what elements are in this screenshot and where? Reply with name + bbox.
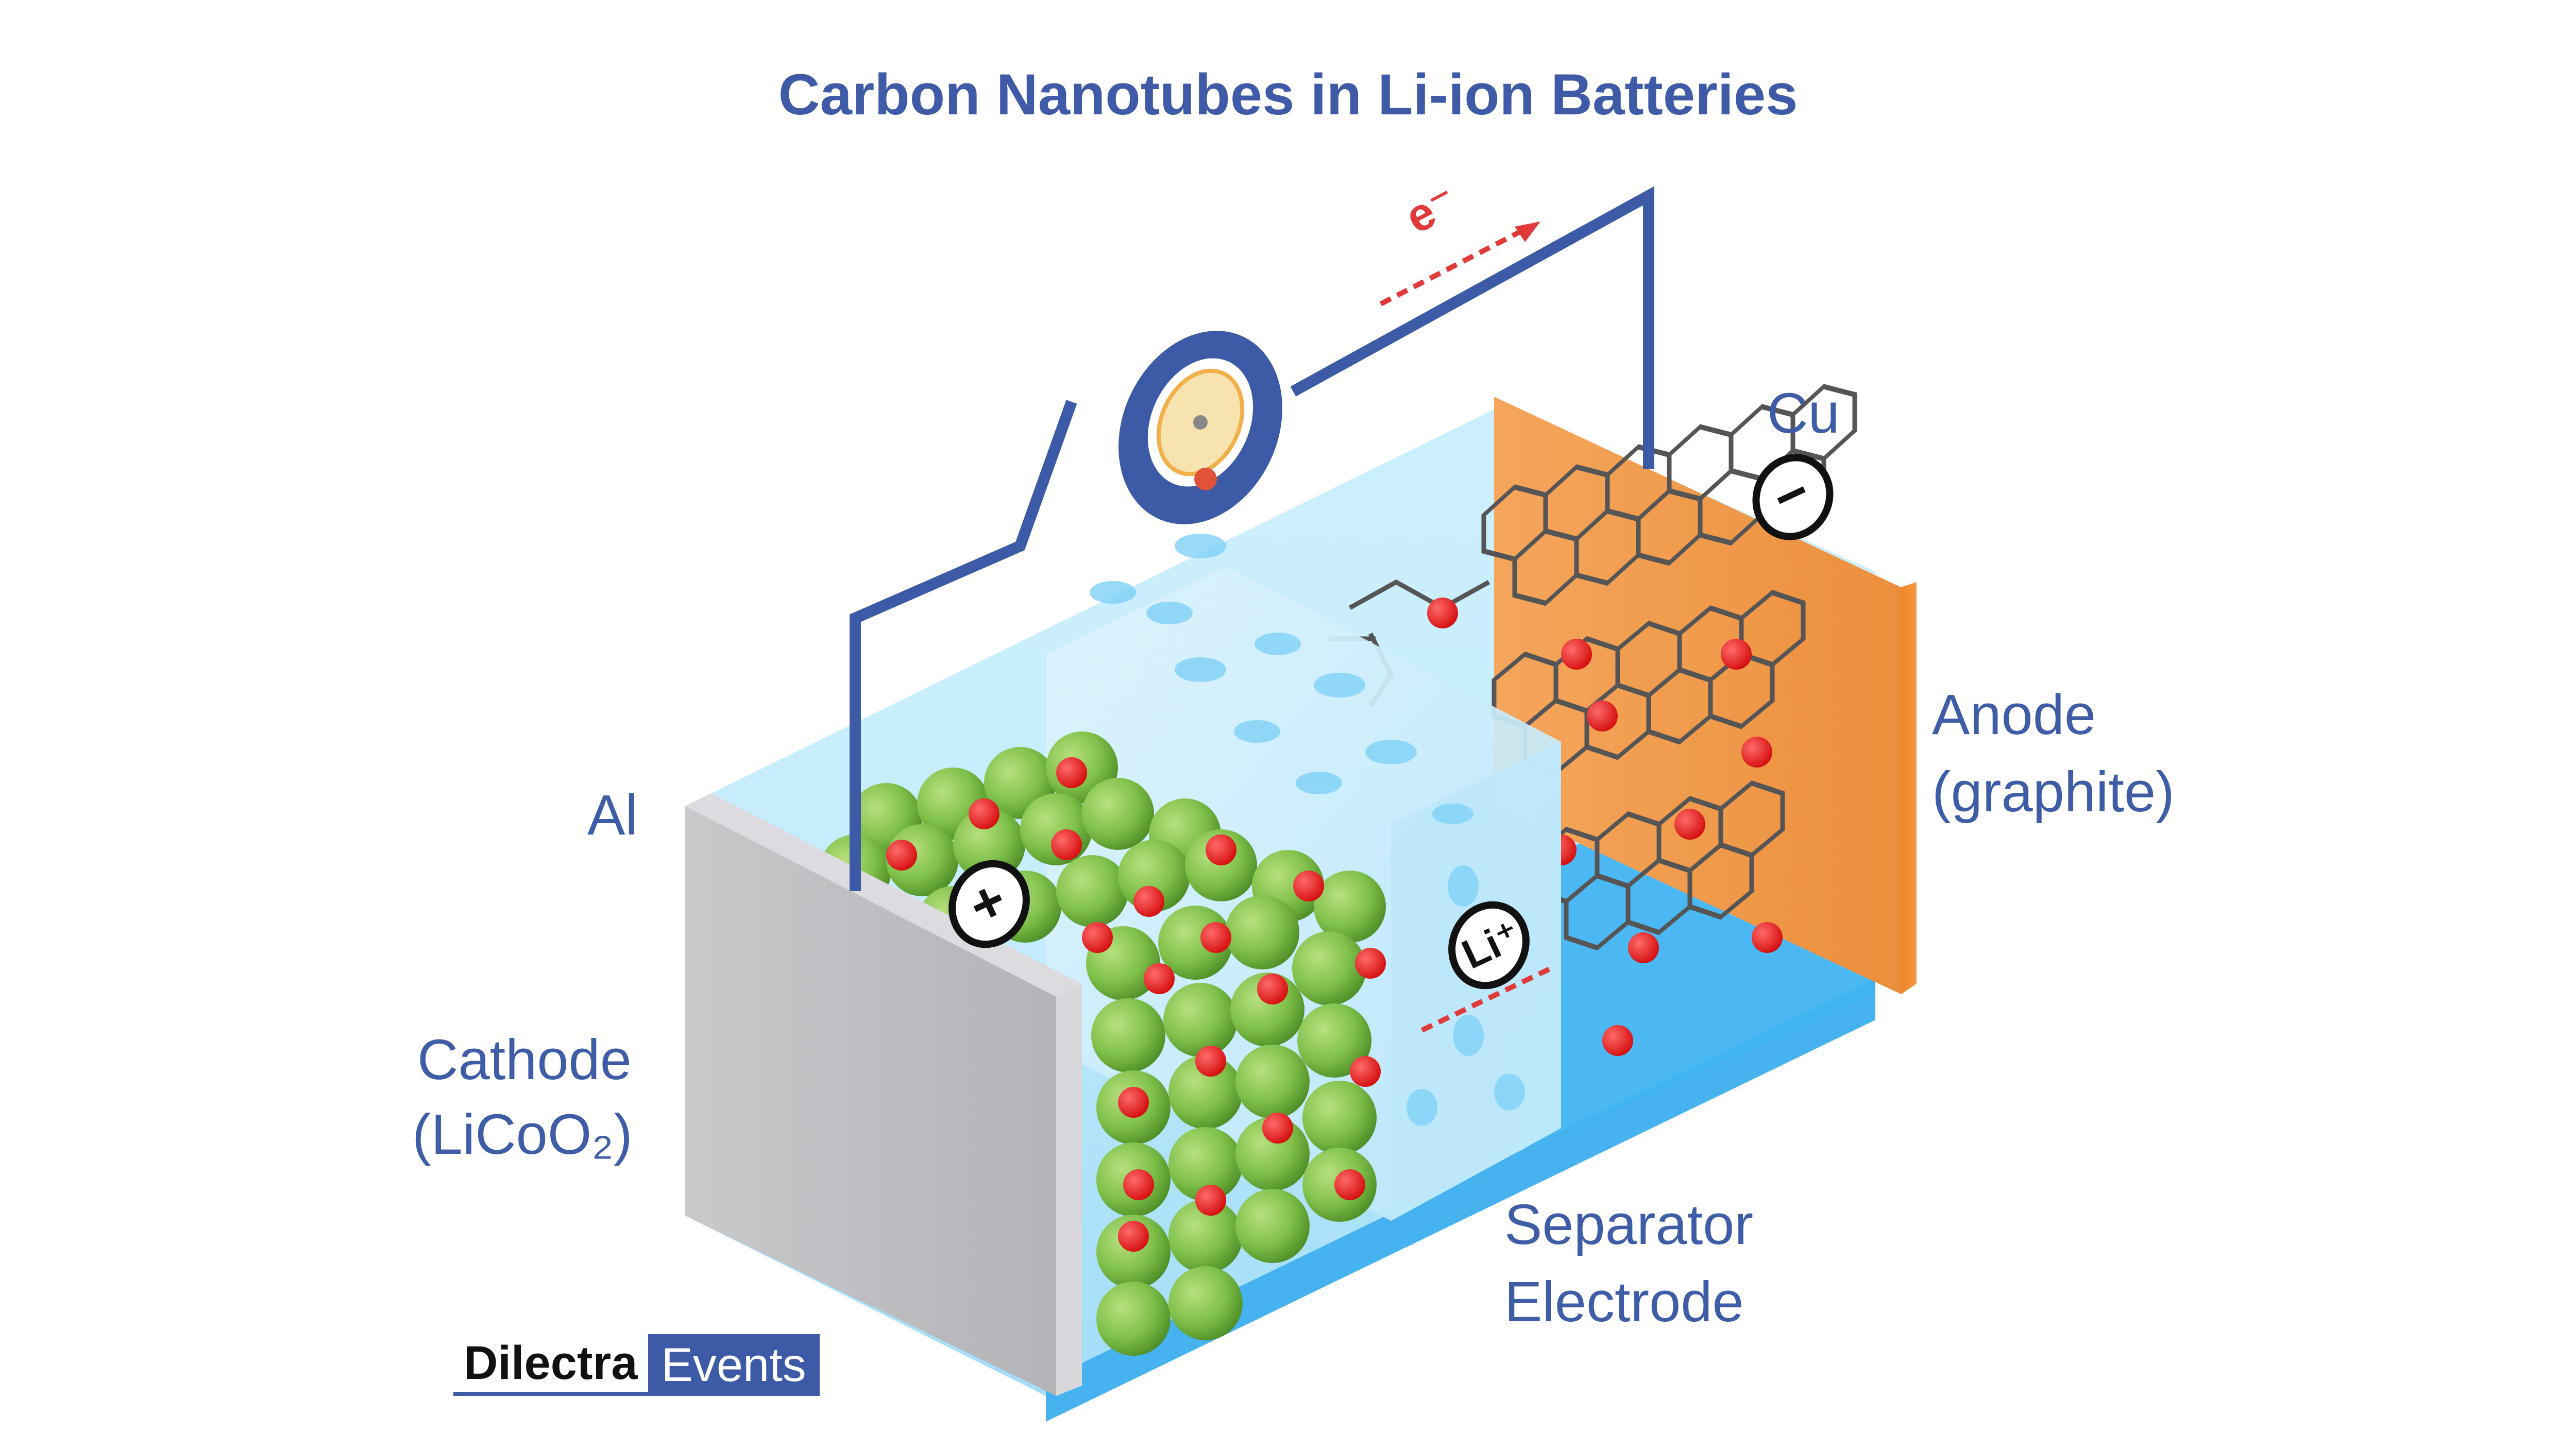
brand-logo: Dilectra Events <box>453 1334 820 1396</box>
label-cu: Cu <box>1767 382 1840 445</box>
cathode-lithium-ions <box>886 757 1386 1252</box>
brand-logo-tag: Events <box>648 1334 820 1396</box>
label-cathode-material: (LiCoO₂) <box>412 1103 633 1166</box>
circuit-wire <box>850 186 1654 891</box>
label-cathode: Cathode <box>417 1028 632 1092</box>
label-separator: Separator <box>1504 1193 1754 1256</box>
diagram-title: Carbon Nanotubes in Li-ion Batteries <box>778 62 1798 127</box>
ion-badge <box>1448 901 1530 990</box>
brand-logo-text: Dilectra <box>453 1334 648 1396</box>
anode-lithium-ions <box>1427 598 1783 1056</box>
ion-arrow <box>1420 966 1552 1033</box>
cathode-charge-badge <box>948 860 1030 948</box>
graphite-layers <box>1329 384 1857 951</box>
label-electrode: Electrode <box>1504 1270 1744 1334</box>
label-anode-material: (graphite) <box>1932 760 2175 824</box>
bulb-icon <box>1118 331 1282 524</box>
electron-arrow <box>1379 221 1540 306</box>
label-anode: Anode <box>1932 683 2096 746</box>
anode-charge-badge <box>1752 454 1834 540</box>
label-al: Al <box>587 783 638 847</box>
